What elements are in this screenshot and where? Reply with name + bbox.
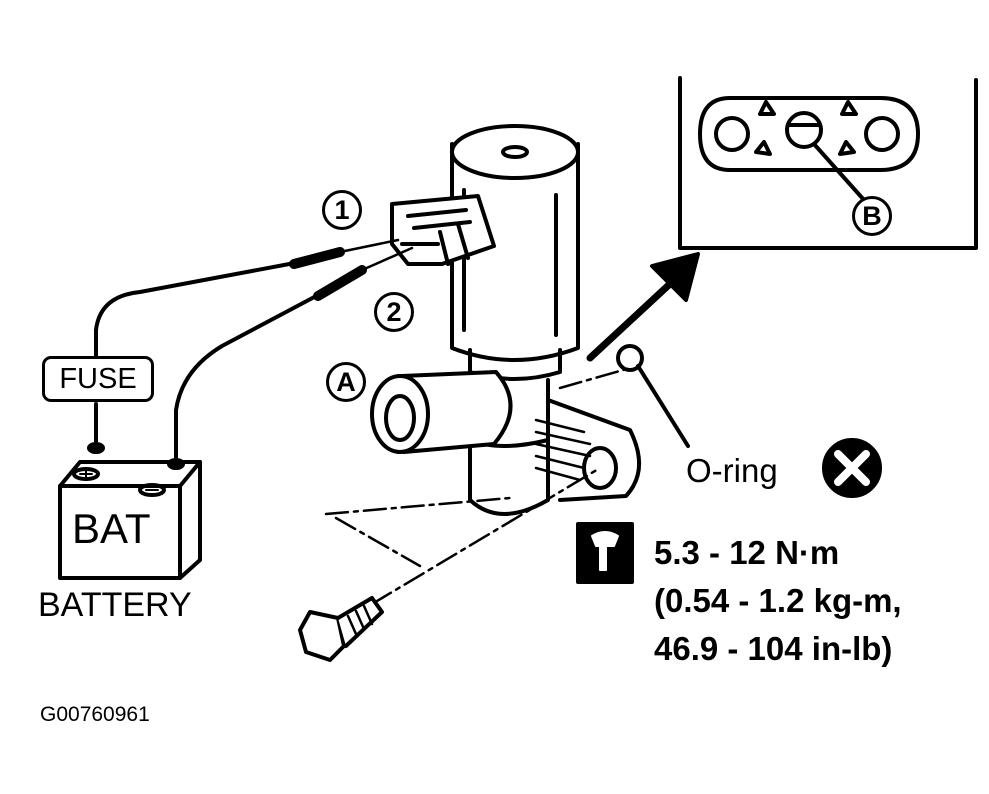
- battery-case-label: BAT: [72, 505, 151, 552]
- centerline-flange: [558, 366, 632, 390]
- centerline-bolt: [370, 466, 602, 606]
- torque-spec-line-1: 5.3 - 12 N·m: [654, 534, 840, 571]
- callout-b: B: [852, 196, 892, 236]
- figure-id: G00760961: [40, 703, 150, 726]
- detail-arrow-head: [650, 252, 700, 302]
- centerline-pipe-down: [334, 516, 422, 568]
- test-lead-positive: [94, 238, 400, 448]
- plus-terminal-icon: [72, 467, 100, 481]
- o-ring-label: O-ring: [686, 452, 778, 489]
- torque-wrench-icon: [576, 522, 634, 584]
- callout-2: 2: [374, 292, 414, 332]
- do-not-reuse-icon: [822, 438, 882, 498]
- battery-caption: BATTERY: [38, 586, 192, 624]
- callout-b-leader: [812, 142, 866, 202]
- fuse-label: FUSE: [42, 356, 154, 402]
- minus-terminal-icon: [138, 483, 166, 497]
- inset-gasket-plate: [698, 96, 920, 202]
- inset-frame: [678, 76, 978, 250]
- inlet-pipe: [370, 370, 513, 454]
- o-ring: [616, 344, 644, 372]
- centerline-pipe-left: [324, 496, 512, 516]
- connector-plug: [390, 194, 496, 266]
- mounting-bolt: [298, 596, 384, 662]
- o-ring-leader: [636, 364, 690, 448]
- callout-1: 1: [322, 190, 362, 230]
- torque-spec-line-3: 46.9 - 104 in-lb): [654, 630, 893, 667]
- test-lead-negative: [174, 246, 414, 464]
- detail-arrow-shaft: [586, 278, 676, 362]
- torque-spec-line-2: (0.54 - 1.2 kg-m,: [654, 582, 902, 619]
- battery: [58, 442, 202, 580]
- callout-a: A: [326, 362, 366, 402]
